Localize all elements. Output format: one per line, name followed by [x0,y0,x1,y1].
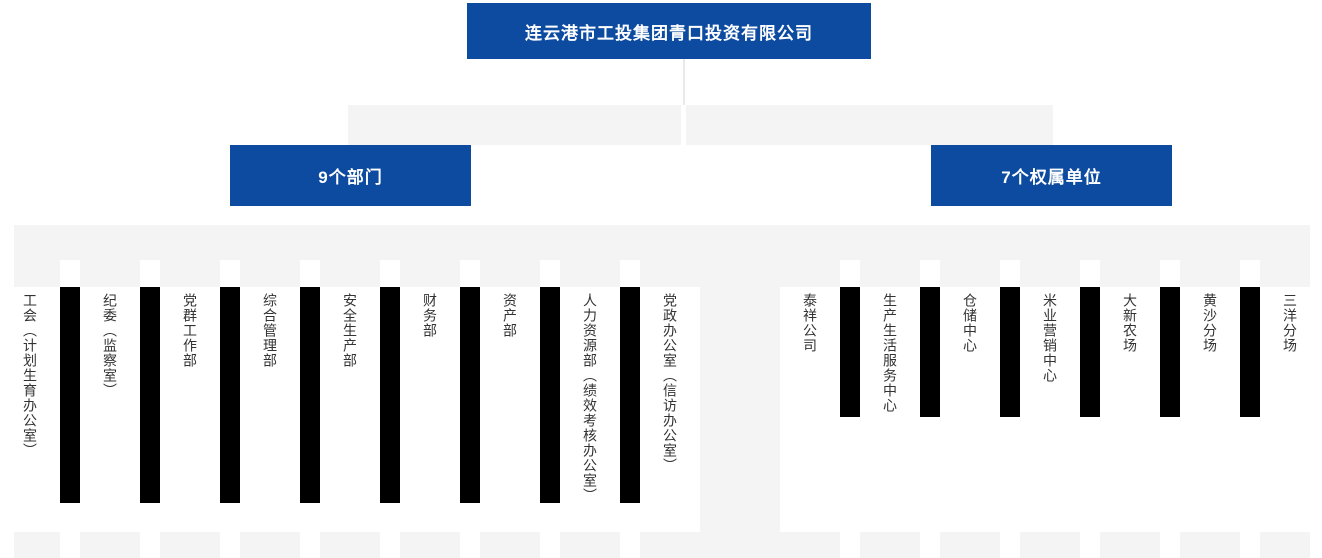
dept-card: 米业营销中心 [1020,287,1080,417]
group-box-departments: 9个部门 [230,145,471,206]
dept-card: 资产部 [480,287,540,503]
dept-card: 工会（计划生育办公室） [0,287,60,503]
divider-bar [60,287,80,503]
dept-label: 安全生产部 [342,293,359,368]
divider-bar [1000,287,1020,417]
divider-bar [1160,287,1180,417]
divider-bar [380,287,400,503]
dept-label: 财务部 [422,293,439,338]
company-title: 连云港市工投集团青口投资有限公司 [525,23,813,43]
connector-block-top [1020,260,1080,287]
dept-label: 仓储中心 [962,293,979,353]
connector-block-bottom [400,532,460,558]
divider-bar [140,287,160,503]
connector-block-top [320,260,380,287]
dept-label: 党群工作部 [182,293,199,368]
dept-card: 泰祥公司 [780,287,840,417]
divider-bar [540,287,560,503]
divider-bar [1240,287,1260,417]
connector-block-bottom [240,532,300,558]
connector-block-top [1180,260,1240,287]
connector-block-bottom [1180,532,1240,558]
connector-band-split-line [681,105,686,145]
divider-bar [220,287,240,503]
connector-block-top [80,260,140,287]
connector-block-top [1100,260,1160,287]
dept-label: 生产生活服务中心 [882,293,899,413]
connector-block-bottom [560,532,620,558]
dept-label: 大新农场 [1122,293,1139,353]
dept-card: 安全生产部 [320,287,380,503]
connector-block-bottom [640,532,700,558]
dept-card: 综合管理部 [240,287,300,503]
dept-card: 生产生活服务中心 [860,287,920,417]
connector-block-bottom [1020,532,1080,558]
connector-block-top [560,260,620,287]
divider-bar [920,287,940,417]
connector-block-top [160,260,220,287]
dept-card: 仓储中心 [940,287,1000,417]
divider-bar [620,287,640,503]
connector-block-top [480,260,540,287]
dept-label: 纪委（监察室） [102,293,119,398]
group-box-subsidiaries: 7个权属单位 [931,145,1172,206]
connector-block-bottom [1100,532,1160,558]
connector-block-bottom [860,532,920,558]
connector-block-top [640,260,700,287]
connector-block-bottom [1260,532,1310,558]
dept-card: 人力资源部（绩效考核办公室） [560,287,620,503]
dept-label: 人力资源部（绩效考核办公室） [582,293,599,503]
connector-band-wide [14,225,1310,260]
connector-block-top [780,260,840,287]
company-title-box: 连云港市工投集团青口投资有限公司 [467,3,871,59]
dept-label: 综合管理部 [262,293,279,368]
divider-bar [1080,287,1100,417]
dept-card: 三洋分场 [1260,287,1320,417]
connector-block-bottom [480,532,540,558]
dept-label: 工会（计划生育办公室） [22,293,39,458]
dept-label: 黄沙分场 [1202,293,1219,353]
dept-label: 资产部 [502,293,519,338]
dept-card: 党政办公室（信访办公室） [640,287,700,503]
dept-card: 大新农场 [1100,287,1160,417]
dept-label: 三洋分场 [1282,293,1299,353]
connector-block-bottom [80,532,140,558]
connector-block-bottom [320,532,380,558]
connector-block-top [860,260,920,287]
dept-label: 泰祥公司 [802,293,819,353]
divider-bar [840,287,860,417]
divider-bar [300,287,320,503]
connector-vline [683,59,685,105]
connector-block-top [240,260,300,287]
group-label-departments: 9个部门 [318,168,383,187]
dept-card: 党群工作部 [160,287,220,503]
connector-block-top [14,260,60,287]
connector-block-top [940,260,1000,287]
connector-block-bottom [14,532,60,558]
connector-block-top [1260,260,1310,287]
connector-block-bottom [940,532,1000,558]
connector-block-bottom [780,532,840,558]
dept-card: 纪委（监察室） [80,287,140,503]
dept-card: 黄沙分场 [1180,287,1240,417]
connector-block-bottom [160,532,220,558]
dept-card: 财务部 [400,287,460,503]
divider-bar [460,287,480,503]
dept-label: 党政办公室（信访办公室） [662,293,679,473]
connector-block-top [400,260,460,287]
connector-band-top [348,105,1053,145]
group-label-subsidiaries: 7个权属单位 [1001,168,1102,187]
dept-label: 米业营销中心 [1042,293,1059,383]
middle-gray-strip [700,260,780,558]
